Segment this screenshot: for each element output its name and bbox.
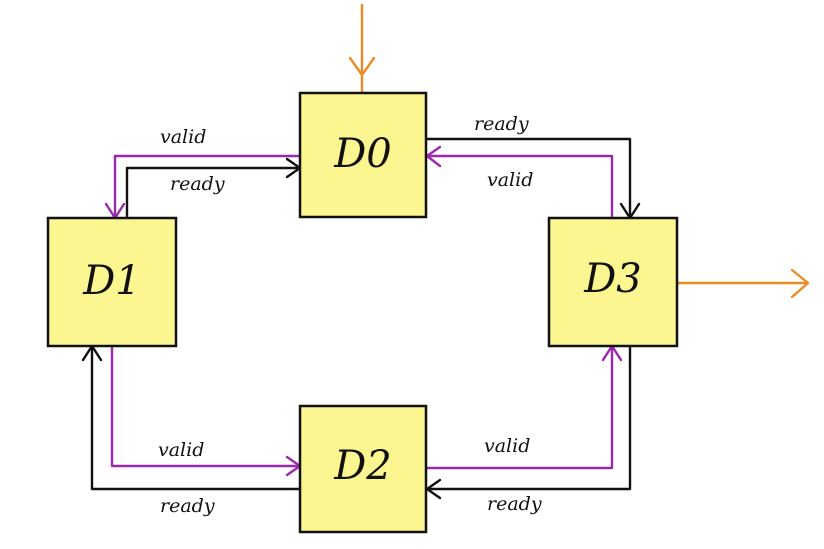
node-d2-label: D2 — [333, 443, 392, 489]
node-d2: D2 — [298, 404, 428, 534]
label-d2-d1-ready: ready — [160, 495, 215, 517]
label-d1-d2-valid: valid — [158, 439, 204, 461]
node-d1: D1 — [46, 216, 178, 348]
label-d3-d0-ready: ready — [474, 113, 529, 135]
node-d1-label: D1 — [82, 258, 141, 304]
node-d0: D0 — [298, 91, 428, 219]
wire-d3-d2-ready — [424, 344, 632, 500]
label-d3-d2-ready: ready — [487, 493, 542, 515]
node-d3: D3 — [547, 216, 679, 348]
node-d0-label: D0 — [333, 131, 392, 177]
label-d2-d3-valid: valid — [484, 435, 530, 457]
input-arrow-d0 — [348, 3, 376, 94]
label-d3-d0-valid: valid — [487, 169, 533, 191]
wire-d1-d2-valid — [110, 344, 302, 477]
node-d3-label: D3 — [583, 256, 642, 302]
label-d1-d0-ready: ready — [170, 173, 225, 195]
label-d0-d1-valid: valid — [160, 126, 206, 148]
wire-d2-d1-ready — [81, 344, 302, 491]
output-arrow-d3 — [674, 268, 810, 299]
